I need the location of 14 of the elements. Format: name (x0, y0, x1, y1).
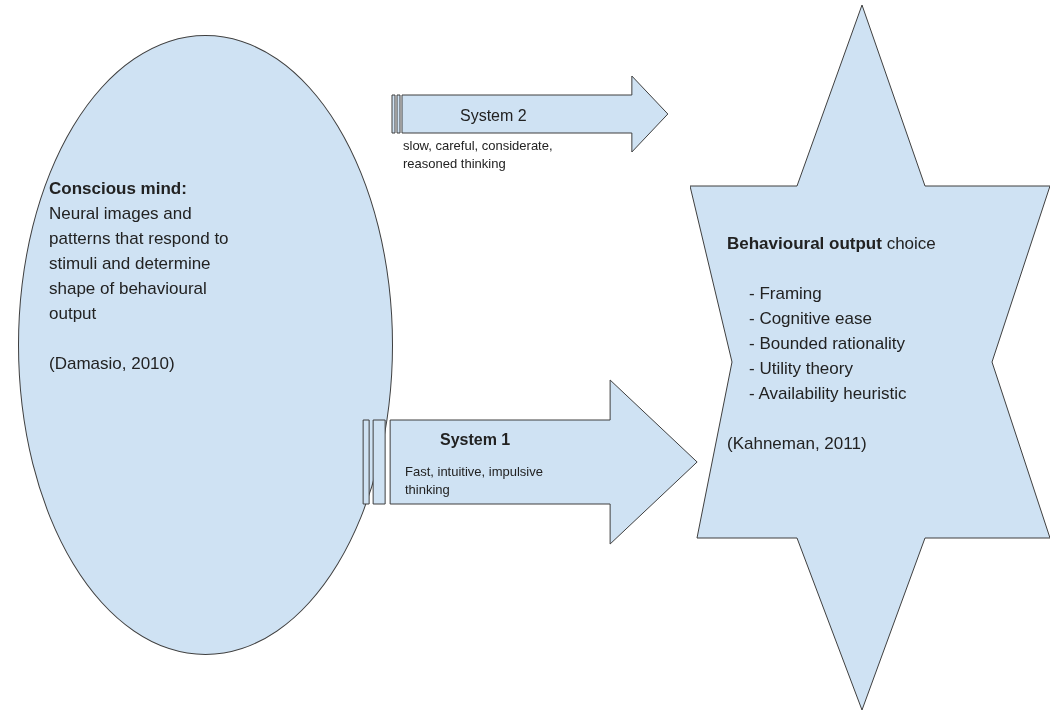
list-item: - Bounded rationality (748, 333, 906, 355)
list-item: - Utility theory (748, 358, 854, 380)
description-text: slow, careful, considerate, reasoned thinking (403, 137, 554, 173)
list-item: - Cognitive ease (748, 308, 873, 330)
node-heading: Behavioural output choice (727, 233, 937, 255)
node-heading: Conscious mind: (49, 178, 188, 200)
list-item: - Availability heuristic (748, 383, 908, 405)
block-arrow (362, 379, 698, 545)
citation-text: (Kahneman, 2011) (727, 433, 868, 455)
list-item: - Framing (748, 283, 823, 305)
node-text: Neural images and patterns that respond to stimuli and determine shape of behavioural output (49, 203, 230, 325)
node-text: (Damasio, 2010) (49, 353, 176, 375)
star-shape (690, 5, 1050, 710)
description-text: Fast, intuitive, impulsive thinking (405, 463, 544, 499)
